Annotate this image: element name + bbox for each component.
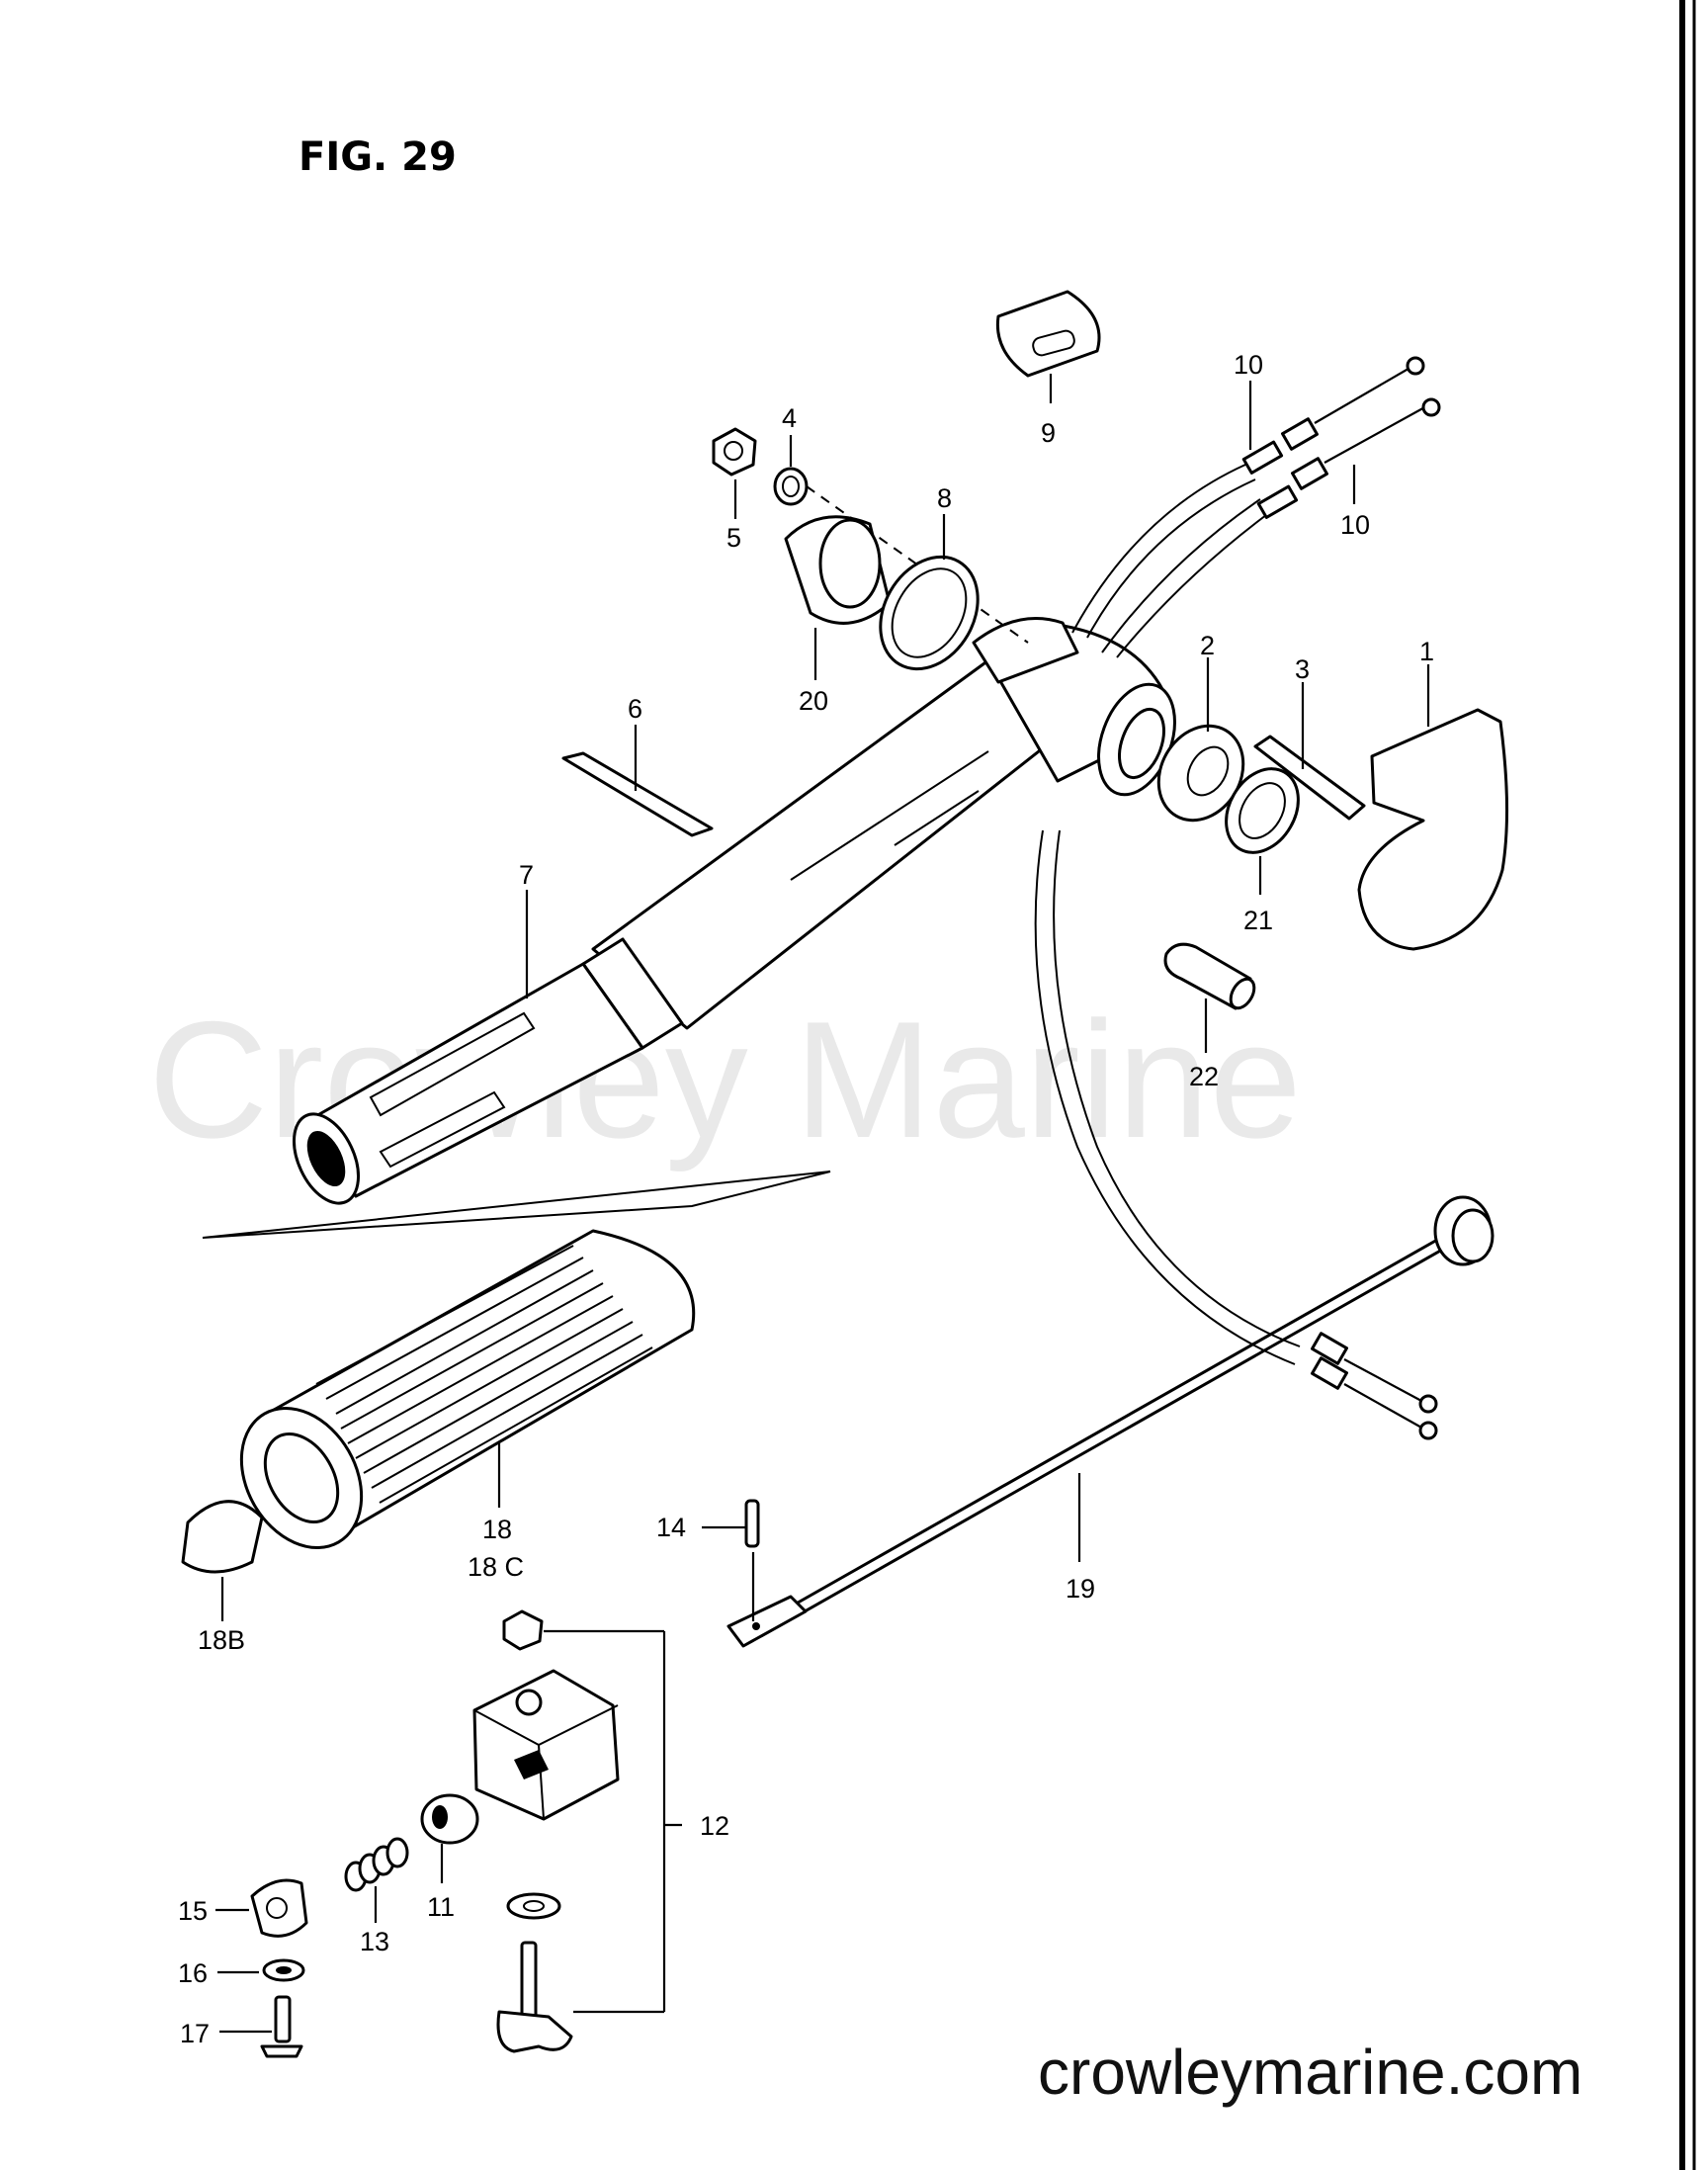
callout-22: 22 <box>1189 1062 1219 1091</box>
cover <box>1357 664 1509 951</box>
screw <box>219 1995 303 2058</box>
tiller-handle <box>293 617 1176 1205</box>
callout-18b: 18B <box>198 1625 245 1655</box>
callout-12: 12 <box>700 1811 729 1841</box>
callout-8: 8 <box>937 483 952 513</box>
callout-5: 5 <box>726 523 741 553</box>
callout-10-top: 10 <box>1234 350 1263 380</box>
callout-14: 14 <box>656 1513 686 1542</box>
nut <box>712 427 757 519</box>
knob <box>215 1878 308 1938</box>
throttle-grip <box>239 1229 696 1550</box>
callout-1: 1 <box>1419 637 1434 666</box>
callout-15: 15 <box>178 1896 208 1926</box>
callout-6: 6 <box>628 694 642 724</box>
callout-21: 21 <box>1243 906 1273 935</box>
callout-10-right: 10 <box>1340 510 1370 540</box>
site-url: crowleymarine.com <box>1038 2037 1582 2108</box>
pin <box>1163 942 1256 1053</box>
callout-7: 7 <box>519 860 534 890</box>
friction-assembly <box>472 1609 682 2053</box>
projection-guide <box>202 1171 831 1239</box>
callout-9: 9 <box>1041 418 1056 448</box>
spring <box>344 1837 409 1923</box>
callout-13: 13 <box>360 1927 389 1956</box>
grommet <box>995 290 1101 403</box>
callout-18: 18 <box>482 1515 512 1544</box>
callout-17: 17 <box>180 2019 210 2048</box>
throttle-cables-bottom <box>1311 1332 1438 1440</box>
clip <box>420 1793 479 1883</box>
callout-3: 3 <box>1295 654 1310 684</box>
grip-end-cap <box>181 1500 264 1621</box>
callout-20: 20 <box>799 686 828 716</box>
link-rod <box>726 1195 1494 1648</box>
callout-18c: 18 C <box>468 1552 524 1582</box>
bushing <box>784 515 892 680</box>
small-pin <box>702 1499 760 1621</box>
lock-washer <box>217 1958 305 1982</box>
ring-seal <box>1225 767 1300 895</box>
callout-4: 4 <box>782 403 797 433</box>
plate <box>561 725 714 837</box>
figure-title: FIG. 29 <box>299 134 457 180</box>
throttle-cable-loop <box>1034 829 1296 1365</box>
throttle-cables-top <box>1071 356 1441 658</box>
washer <box>773 435 1029 644</box>
callout-2: 2 <box>1200 631 1215 660</box>
callout-19: 19 <box>1066 1574 1095 1604</box>
ring-washer <box>879 514 980 671</box>
pivot-bolt <box>1253 682 1366 821</box>
callout-16: 16 <box>178 1958 208 1988</box>
callout-11: 11 <box>427 1892 455 1922</box>
